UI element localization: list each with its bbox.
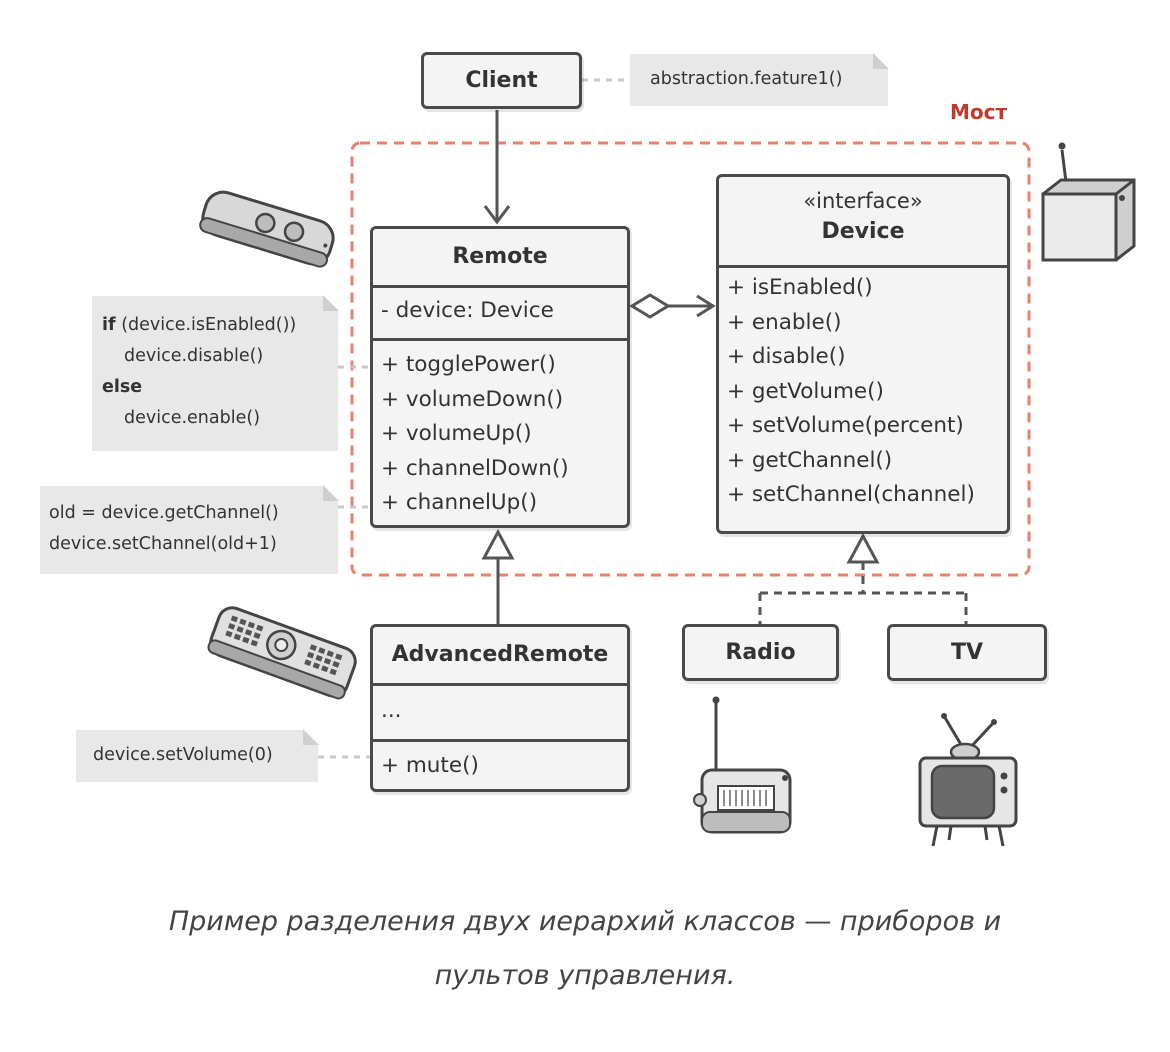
client-title: Client — [465, 68, 538, 93]
inheritance-arrow — [481, 528, 515, 626]
realization-arrows — [758, 532, 968, 626]
remote-title: Remote — [452, 244, 548, 269]
bridge-frame — [350, 141, 1031, 577]
radio-title: Radio — [725, 640, 796, 665]
channel-note-line: old = device.getChannel() — [49, 503, 279, 523]
device-box-icon — [1041, 142, 1136, 262]
client-note: abstraction.feature1() — [630, 53, 889, 106]
channel-note-line: device.setChannel(old+1) — [49, 534, 277, 554]
else-line: device.enable() — [124, 408, 261, 428]
device-methods: + isEnabled() + enable() + disable() + g… — [719, 265, 1007, 513]
tv-title: TV — [950, 640, 984, 665]
mute-note: device.setVolume(0) — [76, 729, 319, 782]
remote-fields: - device: Device — [373, 285, 627, 338]
advanced-remote-method: + mute() — [381, 753, 479, 778]
tv-class[interactable]: TV — [887, 624, 1047, 681]
client-remote-arrow — [483, 110, 511, 225]
remote-method: + volumeDown() — [381, 386, 564, 412]
advanced-remote-title: AdvancedRemote — [391, 642, 609, 667]
device-header: «interface» Device — [719, 177, 1007, 265]
client-class[interactable]: Client — [421, 52, 582, 109]
note-fold — [323, 485, 339, 501]
remote-class[interactable]: Remote - device: Device + togglePower() … — [370, 226, 630, 528]
device-method: + enable() — [727, 309, 842, 335]
figure-caption: Пример разделения двух иерархий классов … — [0, 895, 1170, 1003]
advanced-remote-field: ... — [381, 698, 402, 723]
device-method: + getChannel() — [727, 447, 893, 473]
device-method: + setVolume(percent) — [727, 413, 964, 438]
aggregation-arrow — [629, 293, 716, 319]
device-method: + setChannel(channel) — [727, 482, 975, 507]
note-fold — [873, 53, 889, 69]
if-condition: (device.isEnabled()) — [115, 315, 297, 335]
advanced-remote-class[interactable]: AdvancedRemote ... + mute() — [370, 624, 630, 792]
device-stereotype: «interface» — [803, 189, 923, 213]
then-line: device.disable() — [124, 346, 264, 366]
device-interface[interactable]: «interface» Device + isEnabled() + enabl… — [716, 174, 1010, 534]
remote-method: + channelUp() — [381, 490, 538, 515]
if-keyword: if — [102, 315, 116, 335]
caption-line: пультов управления. — [434, 960, 736, 991]
advanced-remote-methods: + mute() — [373, 739, 627, 784]
toggle-power-note: if (device.isEnabled()) device.disable()… — [92, 295, 339, 451]
radio-class[interactable]: Radio — [682, 624, 839, 681]
bridge-label: Мост — [950, 100, 1008, 124]
tv-icon — [918, 713, 1018, 847]
device-method: + disable() — [727, 344, 846, 369]
remote-method: + togglePower() — [381, 352, 556, 377]
client-note-text: abstraction.feature1() — [650, 69, 843, 89]
remote-control-icon — [199, 190, 335, 268]
note-fold — [323, 295, 339, 311]
device-title: Device — [821, 219, 905, 244]
else-keyword: else — [102, 377, 143, 397]
remote-method: + channelDown() — [381, 455, 569, 481]
radio-icon — [693, 696, 792, 834]
caption-line: Пример разделения двух иерархий классов … — [168, 906, 1002, 937]
device-method: + getVolume() — [727, 378, 884, 404]
tv-remote-icon — [207, 606, 357, 700]
remote-method: + volumeUp() — [381, 421, 532, 446]
mute-note-text: device.setVolume(0) — [93, 745, 273, 765]
note-fold — [303, 729, 319, 745]
device-method: + isEnabled() — [727, 275, 873, 300]
remote-field: - device: Device — [381, 298, 554, 323]
remote-methods: + togglePower() + volumeDown() + volumeU… — [373, 338, 627, 521]
advanced-remote-fields: ... — [373, 683, 627, 739]
channel-up-note: old = device.getChannel() device.setChan… — [40, 485, 339, 574]
